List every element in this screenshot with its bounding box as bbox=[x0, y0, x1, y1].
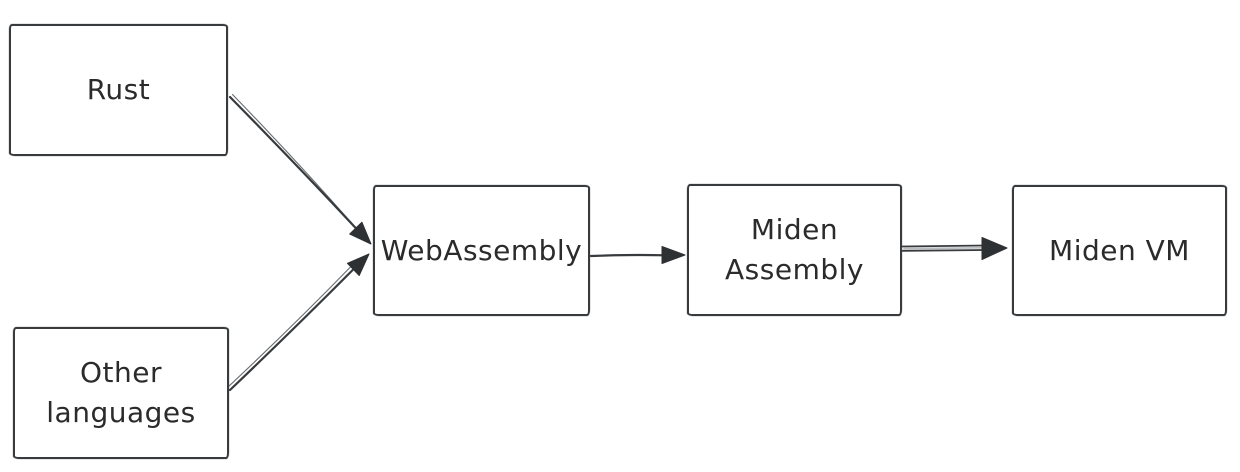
node-miden-assembly-label-line-1: Miden bbox=[750, 213, 839, 247]
node-miden-assembly: Miden Assembly bbox=[687, 184, 902, 316]
node-miden-vm-label: Miden VM bbox=[1049, 233, 1190, 267]
edge-webassembly-to-miden-assembly bbox=[589, 246, 686, 264]
node-other-languages-label-line-2: languages bbox=[46, 396, 196, 429]
edge-miden-assembly-to-miden-vm bbox=[901, 237, 1008, 260]
node-rust-label: Rust bbox=[86, 73, 151, 107]
node-rust: Rust bbox=[9, 24, 228, 156]
node-webassembly: WebAssembly bbox=[373, 185, 590, 316]
edge-rust-to-webassembly bbox=[228, 93, 372, 245]
node-miden-vm: Miden VM bbox=[1012, 185, 1227, 316]
node-webassembly-label: WebAssembly bbox=[380, 233, 583, 267]
edge-other-languages-to-webassembly bbox=[226, 253, 370, 392]
node-other-languages: Other languages bbox=[13, 327, 229, 459]
node-miden-assembly-label-line-2: Assembly bbox=[725, 253, 864, 286]
node-other-languages-label-line-1: Other bbox=[79, 356, 162, 390]
